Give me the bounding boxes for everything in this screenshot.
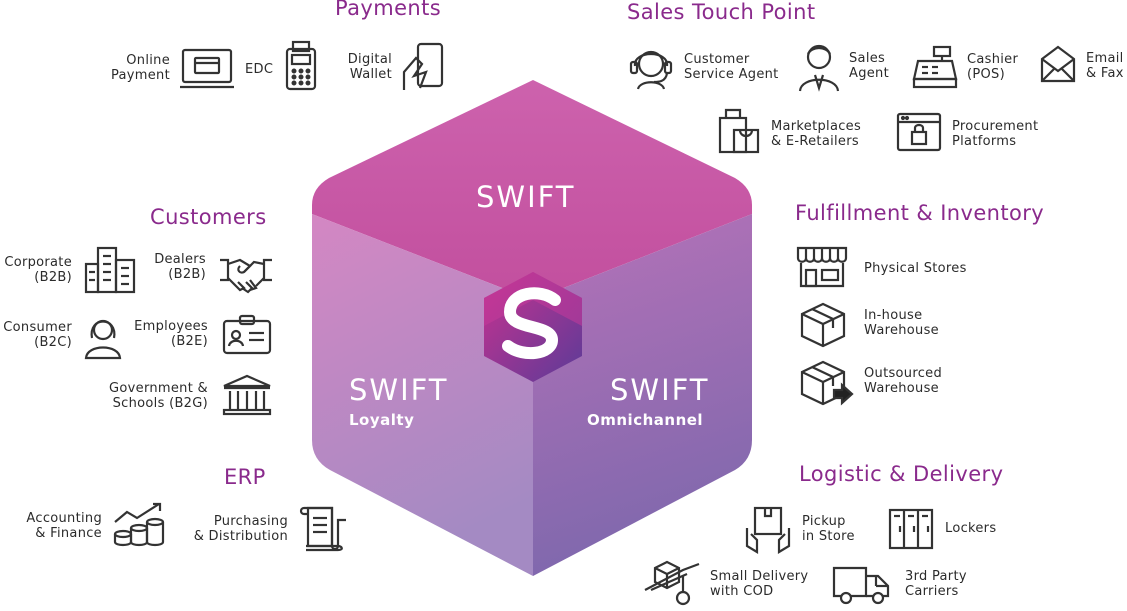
woman-user-icon (84, 312, 122, 360)
laptop-card-icon (180, 47, 234, 91)
hand-truck-icon (643, 560, 701, 606)
edc-terminal-icon (285, 40, 317, 91)
erp-heading: ERP (224, 465, 266, 489)
accounting-label: Accounting& Finance (26, 511, 102, 541)
delivery-truck-icon (832, 564, 890, 605)
shopping-bag-icon (718, 108, 760, 154)
dealers-label: Dealers(B2B) (154, 252, 206, 282)
coins-growth-icon (113, 502, 167, 547)
employees-label: Employees(B2E) (134, 319, 208, 349)
marketplaces-label: Marketplaces& E-Retailers (771, 119, 862, 149)
handshake-icon (218, 254, 274, 294)
cash-register-icon (912, 45, 958, 89)
pickup-box-icon (745, 506, 791, 554)
email-fax-label: Email& Fax (1086, 51, 1124, 81)
storefront-icon (796, 246, 848, 288)
id-card-icon (222, 314, 272, 355)
phone-hand-icon (400, 42, 446, 92)
swift-logo-icon (484, 272, 582, 382)
consumer-label: Consumer(B2C) (3, 320, 72, 350)
cube-left-label: SWIFT (349, 373, 449, 407)
browser-lock-icon (896, 112, 942, 152)
cube-left-sublabel: Loyalty (349, 411, 415, 429)
cube-right-sublabel: Omnichannel (587, 411, 704, 429)
cube-right-face (533, 214, 752, 576)
lockers-label: Lockers (945, 521, 997, 536)
cashier-label: Cashier(POS) (967, 52, 1019, 82)
lockers-icon (888, 508, 934, 550)
physical-stores-label: Physical Stores (864, 261, 967, 276)
cube-top-label: SWIFT (476, 180, 576, 214)
buildings-icon (84, 246, 136, 294)
corporate-label: Corporate(B2B) (4, 255, 72, 285)
government-label: Government &Schools (B2G) (109, 381, 208, 411)
box-icon (800, 302, 846, 348)
fulfillment-heading: Fulfillment & Inventory (795, 201, 1045, 225)
cube-right-label: SWIFT (610, 373, 710, 407)
cube-left-face (312, 214, 533, 576)
headset-agent-icon (628, 44, 674, 90)
logistic-heading: Logistic & Delivery (799, 462, 1004, 486)
document-list-icon (298, 502, 350, 552)
sales-touch-point-heading: Sales Touch Point (627, 0, 816, 24)
customers-heading: Customers (150, 205, 267, 229)
payments-heading: Payments (335, 0, 442, 20)
edc-label: EDC (245, 62, 274, 77)
sales-agent-icon (798, 42, 840, 92)
email-icon (1040, 45, 1076, 83)
government-building-icon (222, 374, 272, 416)
box-arrow-icon (800, 360, 854, 406)
cube-top-face (312, 80, 752, 300)
purchasing-label: Purchasing& Distribution (193, 514, 288, 544)
